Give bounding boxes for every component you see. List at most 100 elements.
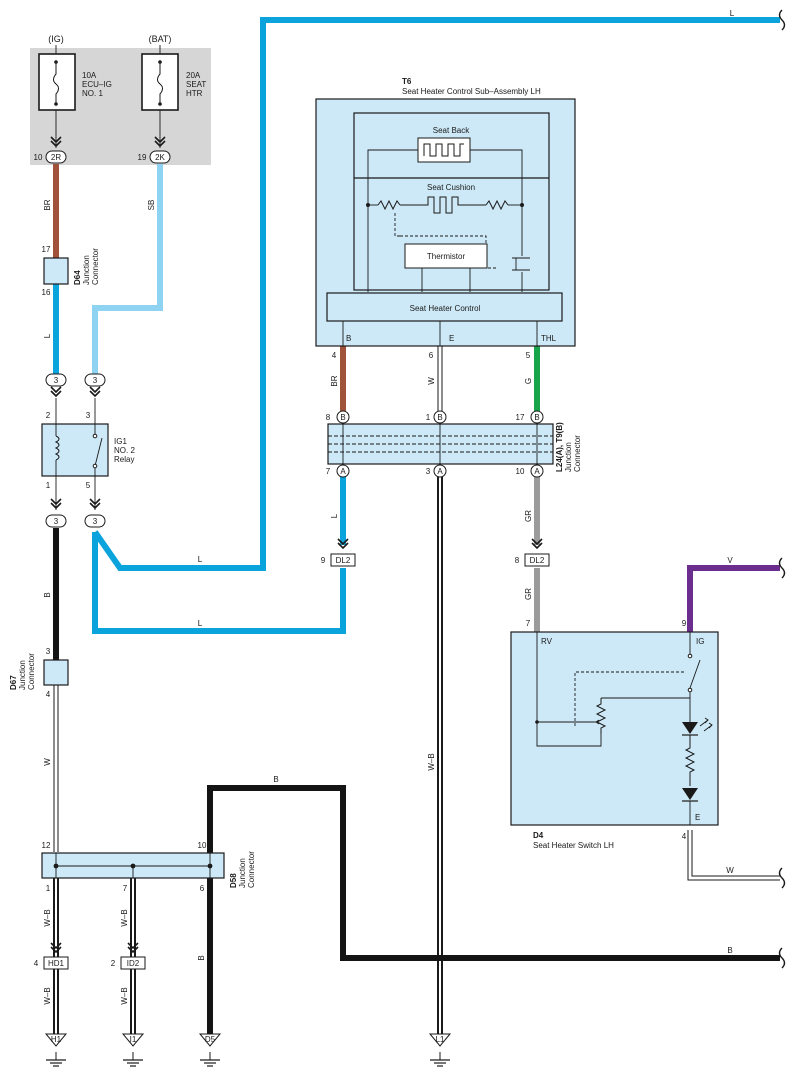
relay-pin5: 5 xyxy=(86,481,91,490)
relay-pin3: 3 xyxy=(86,411,91,420)
svg-text:3: 3 xyxy=(426,467,431,476)
wire-label: G xyxy=(524,378,533,384)
relay-pin2: 2 xyxy=(46,411,51,420)
d67-id: D67 xyxy=(9,675,18,690)
seat-cushion-label: Seat Cushion xyxy=(427,183,475,192)
wire-w-right xyxy=(687,830,780,881)
svg-text:DL2: DL2 xyxy=(530,556,545,565)
relay-coil-icon xyxy=(54,424,60,476)
seat-back-label: Seat Back xyxy=(433,126,470,135)
wire-label: L xyxy=(43,333,52,338)
wire-l-loop xyxy=(92,532,346,634)
d4-seat-heater-switch xyxy=(510,631,719,826)
d67-pin-top: 3 xyxy=(46,647,51,656)
wire-label: L xyxy=(730,9,735,18)
wire-label: BR xyxy=(330,375,339,386)
resistor-icon xyxy=(485,199,509,211)
wire-label: V xyxy=(727,556,733,565)
t6-pin-e: 6 xyxy=(429,351,434,360)
svg-text:8: 8 xyxy=(326,413,331,422)
wire-label: BR xyxy=(43,199,52,210)
fuse-bat-rating: 20A xyxy=(186,71,201,80)
id2-connector: ID2 2 xyxy=(111,956,146,970)
wire-label: W–B xyxy=(427,753,436,770)
svg-text:DL2: DL2 xyxy=(336,556,351,565)
svg-text:9: 9 xyxy=(321,556,326,565)
fuse-ig-pin: 10 xyxy=(34,153,43,162)
potentiometer-icon xyxy=(595,698,607,734)
svg-text:3: 3 xyxy=(93,376,98,385)
thermistor-label: Thermistor xyxy=(427,252,466,261)
svg-text:HD1: HD1 xyxy=(48,959,65,968)
svg-text:10: 10 xyxy=(516,467,525,476)
d64-pin-bottom: 16 xyxy=(42,288,51,297)
connector-oval: 3 xyxy=(45,514,67,528)
l24-top-pin: B 1 xyxy=(426,410,447,424)
hd1-connector: HD1 4 xyxy=(34,956,69,970)
wire-label: L xyxy=(198,555,203,564)
wire-label: W xyxy=(427,377,436,385)
svg-text:17: 17 xyxy=(516,413,525,422)
wire-label: W–B xyxy=(120,909,129,926)
dl2-left-connector: DL2 9 xyxy=(321,553,356,567)
connector-oval: 3 xyxy=(84,514,106,528)
d64-line2: Connector xyxy=(91,248,100,285)
svg-text:3: 3 xyxy=(54,517,59,526)
svg-text:3: 3 xyxy=(93,517,98,526)
ground-icon: L1 xyxy=(429,1033,451,1067)
ground-icon: D5 xyxy=(199,1033,221,1067)
d4-title: Seat Heater Switch LH xyxy=(533,841,614,850)
t6-id: T6 xyxy=(402,77,412,86)
wire-v xyxy=(687,565,780,632)
fuse-bat-line2: HTR xyxy=(186,89,203,98)
svg-text:3: 3 xyxy=(54,376,59,385)
svg-text:2: 2 xyxy=(111,959,116,968)
fuse-icon xyxy=(141,53,179,111)
connector-oval: 3 xyxy=(84,373,106,387)
t6-terminal-b: B xyxy=(346,334,351,343)
d4-pin-e: 4 xyxy=(682,832,687,841)
seat-heater-control xyxy=(326,292,563,322)
connector-oval: 3 xyxy=(45,373,67,387)
fuse-bat-connector: 2K xyxy=(155,153,165,162)
wire-label: W–B xyxy=(120,987,129,1004)
wire-l-top xyxy=(92,17,780,571)
wire-label: GR xyxy=(524,510,533,522)
t6-pin-thl: 5 xyxy=(526,351,531,360)
l24-line2: Connector xyxy=(573,435,582,472)
d58-line1: Junction xyxy=(238,858,247,888)
d58-line2: Connector xyxy=(247,851,256,888)
wire-label: B xyxy=(273,775,278,784)
l24-top-pin: B 8 xyxy=(326,410,350,424)
wire-label: B xyxy=(727,946,732,955)
fuse-icon xyxy=(38,53,76,111)
svg-text:1: 1 xyxy=(426,413,431,422)
d58-pin12: 12 xyxy=(42,841,51,850)
svg-text:B: B xyxy=(340,413,345,422)
t6-title: Seat Heater Control Sub–Assembly LH xyxy=(402,87,541,96)
d58-pin10: 10 xyxy=(198,841,207,850)
relay-pin1: 1 xyxy=(46,481,51,490)
l24-id: L24(A), T9(B) xyxy=(555,422,564,472)
resistor-icon xyxy=(684,735,696,786)
fuse-ig-connector: 2R xyxy=(51,153,61,162)
wire-label: B xyxy=(197,955,206,960)
l24-line1: Junction xyxy=(564,442,573,472)
ig-supply-label: (IG) xyxy=(48,34,64,44)
wire-label: W–B xyxy=(43,909,52,926)
l24-bottom-pin: A 7 xyxy=(326,464,350,478)
d4-terminal-ig: IG xyxy=(696,637,704,646)
fuse-ig-line1: ECU–IG xyxy=(82,80,112,89)
fuse-ig-rating: 10A xyxy=(82,71,97,80)
heater-icon xyxy=(417,137,471,163)
d4-id: D4 xyxy=(533,831,544,840)
d58-pin1: 1 xyxy=(46,884,51,893)
d67-line2: Connector xyxy=(27,653,36,690)
dl2-right-connector: DL2 8 xyxy=(515,553,550,567)
ig1-relay xyxy=(41,423,109,477)
d58-pin6: 6 xyxy=(200,884,205,893)
d58-id: D58 xyxy=(229,873,238,888)
t6-pin-b: 4 xyxy=(332,351,337,360)
wire-label: L xyxy=(198,619,203,628)
